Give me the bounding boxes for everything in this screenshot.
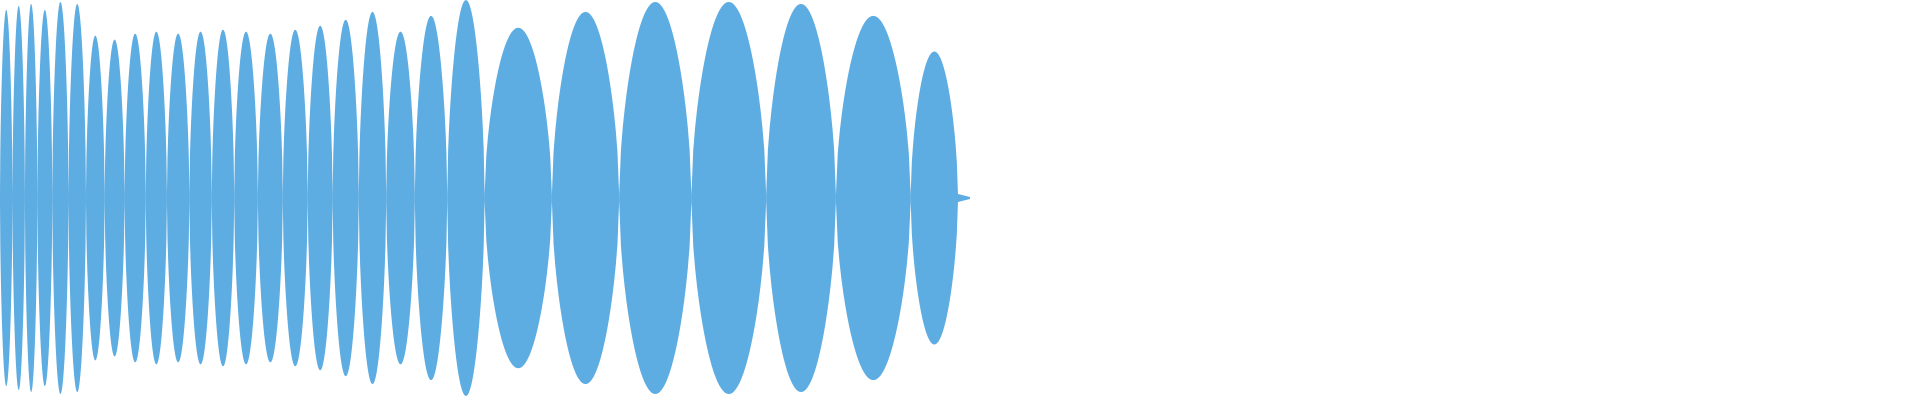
- waveform-lobe: [104, 39, 125, 357]
- waveform-lobe: [332, 19, 359, 377]
- waveform-lobe: [835, 15, 911, 381]
- waveform-lobe: [551, 11, 620, 385]
- waveform-lobe: [189, 31, 212, 365]
- waveform-lobes: [0, 0, 970, 396]
- waveform-lobe: [166, 33, 190, 363]
- waveform-lobe: [619, 1, 692, 395]
- waveform-lobe: [37, 9, 53, 387]
- waveform-lobe: [145, 31, 167, 365]
- waveform-lobe: [85, 35, 105, 361]
- waveform-lobe: [307, 25, 333, 371]
- waveform-lobe: [12, 5, 25, 391]
- waveform-lobe: [24, 3, 38, 393]
- waveform-lobe: [124, 33, 146, 363]
- waveform-lobe: [386, 31, 415, 365]
- waveform-lobe: [0, 9, 13, 387]
- waveform-lobe: [691, 1, 767, 395]
- waveform-lobe: [414, 15, 448, 381]
- waveform-lobe: [484, 27, 552, 369]
- waveform-lobe: [766, 3, 836, 393]
- waveform-lobe: [68, 3, 86, 393]
- waveform-lobe: [358, 11, 387, 385]
- waveform-lobe: [52, 1, 69, 395]
- waveform-lobe: [211, 29, 235, 367]
- waveform-lobe: [910, 51, 958, 345]
- waveform-lobe: [447, 0, 485, 396]
- waveform-lobe: [282, 29, 308, 367]
- waveform-lobe: [257, 33, 283, 363]
- waveform-lobe: [234, 31, 258, 365]
- waveform-tail: [958, 194, 970, 202]
